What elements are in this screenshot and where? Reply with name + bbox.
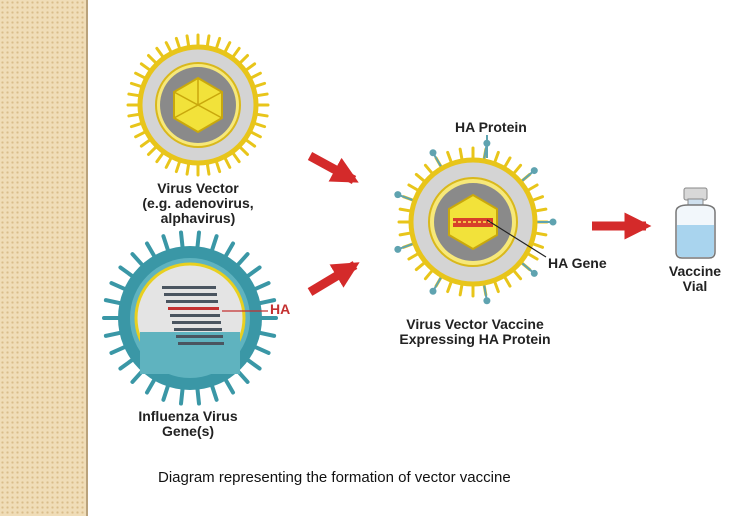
arrow-icon bbox=[307, 152, 359, 184]
virus-vector-label-line1: Virus Vector bbox=[157, 180, 239, 196]
ha-protein-label: HA Protein bbox=[455, 119, 527, 135]
vaccine-vial-label-line1: Vaccine bbox=[668, 263, 722, 279]
virus-vector-label: Virus Vector (e.g. adenovirus, alphaviru… bbox=[128, 181, 268, 226]
influenza-label-line2: Gene(s) bbox=[161, 423, 215, 439]
influenza-label-line1: Influenza Virus bbox=[138, 408, 238, 424]
influenza-virus-icon bbox=[102, 230, 278, 406]
virus-vector-label-line2: (e.g. adenovirus, bbox=[142, 195, 254, 211]
ha-marker-label: HA bbox=[270, 301, 291, 317]
vaccine-vial-label: Vaccine Vial bbox=[660, 264, 730, 294]
vector-vaccine-virus-icon bbox=[394, 135, 557, 305]
vaccine-vial-icon bbox=[675, 187, 716, 259]
vector-vaccine-label-line1: Virus Vector Vaccine bbox=[406, 316, 544, 332]
vector-vaccine-label: Virus Vector Vaccine Expressing HA Prote… bbox=[370, 317, 580, 347]
diagram-caption: Diagram representing the formation of ve… bbox=[158, 469, 511, 486]
virus-vector-label-line3: alphavirus) bbox=[160, 210, 236, 226]
influenza-label: Influenza Virus Gene(s) bbox=[108, 409, 268, 439]
virus-vector-icon bbox=[126, 33, 270, 177]
side-strip-divider bbox=[86, 0, 88, 516]
decorative-side-strip bbox=[0, 0, 86, 516]
vector-vaccine-label-line2: Expressing HA Protein bbox=[399, 331, 551, 347]
vaccine-vial-label-line2: Vial bbox=[682, 278, 708, 294]
ha-gene-label: HA Gene bbox=[548, 255, 607, 271]
arrow-icon bbox=[307, 261, 360, 296]
